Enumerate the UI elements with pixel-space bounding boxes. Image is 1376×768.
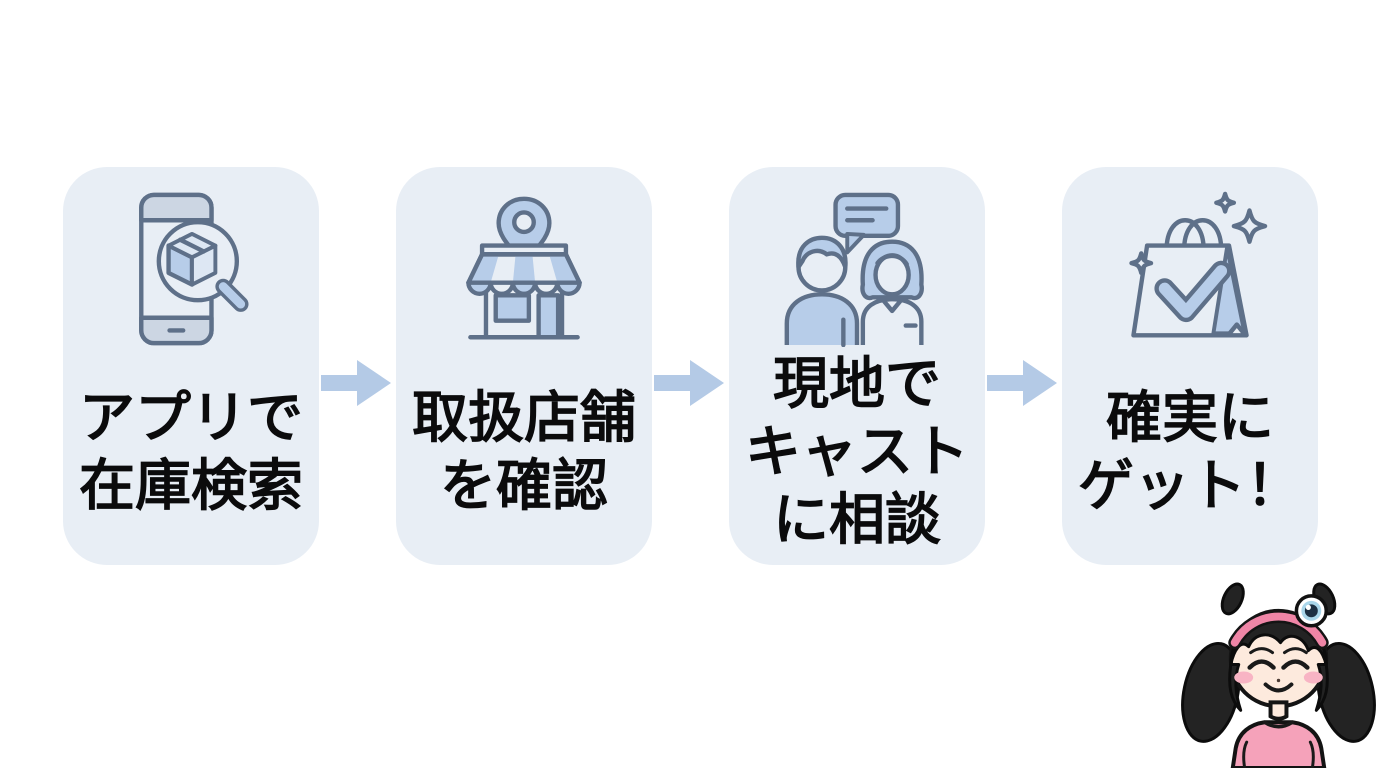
right-arrow-icon bbox=[321, 360, 391, 406]
step-label: 現地で キャスト に相談 bbox=[745, 349, 969, 565]
step-label-line: 取扱店舗 bbox=[412, 385, 636, 449]
step-card-cast-consult: 現地で キャスト に相談 bbox=[729, 167, 985, 565]
step-label-line: 確実に bbox=[1106, 385, 1274, 449]
step-card-app-search: アプリで 在庫検索 bbox=[63, 167, 319, 565]
girl-character bbox=[1181, 581, 1376, 768]
step-label-line: 在庫検索 bbox=[79, 454, 303, 517]
step-label-line: アプリで bbox=[79, 385, 303, 449]
step-label-line: に相談 bbox=[773, 488, 941, 552]
step-label: アプリで 在庫検索 bbox=[79, 349, 303, 565]
step-label: 取扱店舗 を確認 bbox=[412, 349, 636, 565]
step-label-line: キャスト bbox=[745, 419, 969, 483]
shopping-bag-check-icon bbox=[1110, 189, 1270, 349]
store-location-icon bbox=[449, 189, 599, 349]
people-chat-icon bbox=[777, 189, 937, 349]
right-arrow-icon bbox=[654, 360, 724, 406]
phone-search-icon bbox=[116, 189, 266, 349]
step-card-get-item: 確実に ゲット！ bbox=[1062, 167, 1318, 565]
step-label: 確実に ゲット！ bbox=[1078, 349, 1302, 565]
step-label-line: を確認 bbox=[440, 454, 608, 517]
step-label-line: 現地で bbox=[773, 351, 941, 415]
step-card-store-check: 取扱店舗 を確認 bbox=[396, 167, 652, 565]
step-label-line: ゲット！ bbox=[1078, 454, 1302, 517]
right-arrow-icon bbox=[987, 360, 1057, 406]
